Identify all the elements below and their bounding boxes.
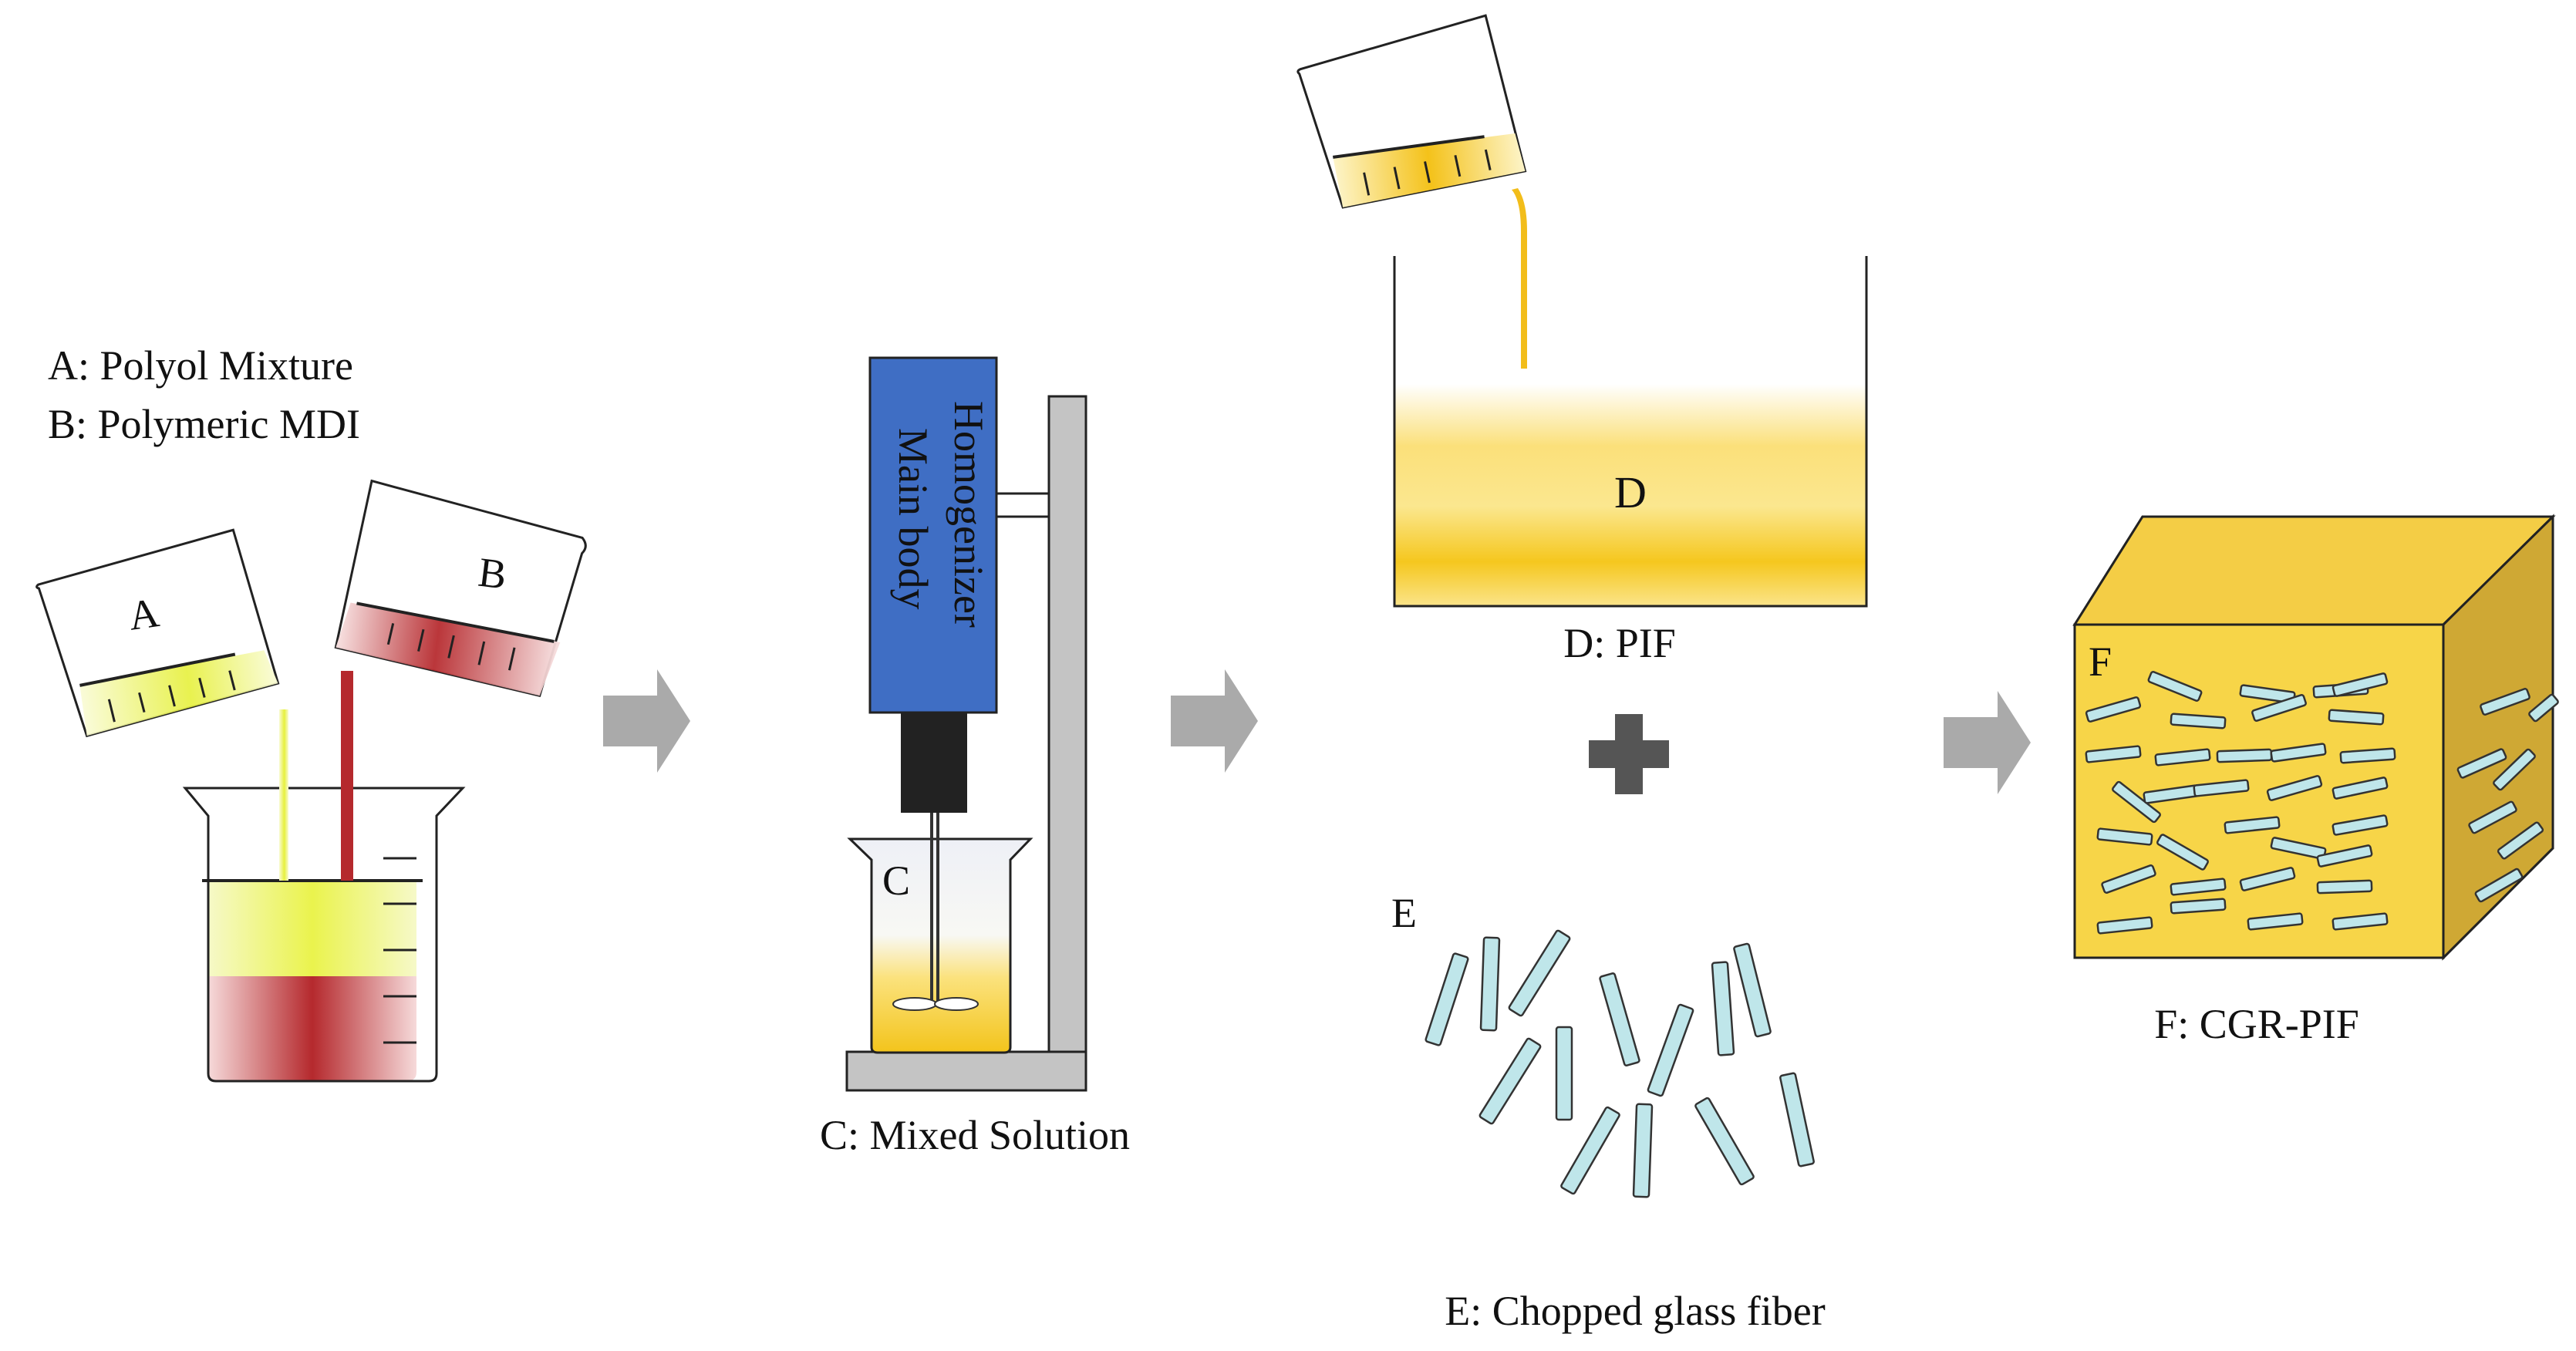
embedded-fibers: [2085, 671, 2396, 935]
vessel-c-label: C: [882, 857, 910, 904]
chopped-glass-fibers: [1425, 929, 1815, 1198]
caption-f: F: CGR-PIF: [2154, 1001, 2359, 1047]
homogenizer-stand: [845, 395, 1087, 1092]
cgr-pif-block: F: [2072, 514, 2559, 961]
polyol-stream: [279, 709, 288, 881]
homogenizer-label-2: Main body: [890, 428, 936, 610]
arrow-right-2: [1171, 669, 1258, 773]
homogenizer-main-body: Homogenizer Main body: [868, 356, 998, 714]
pouring-beaker-d: [1296, 14, 1527, 209]
caption-c: C: Mixed Solution: [820, 1112, 1130, 1158]
homogenizer-motor: [901, 713, 967, 813]
mdi-stream: [341, 671, 353, 881]
side-fibers: [2456, 688, 2559, 903]
homogenizer-label-1: Homogenizer: [946, 401, 992, 628]
beaker-b: B: [334, 479, 587, 697]
beaker-a-label: A: [126, 589, 162, 639]
mixing-vessel-c: C: [847, 813, 1033, 1054]
tank-d-label: D: [1614, 467, 1647, 517]
block-f-label: F: [2089, 638, 2112, 685]
plus-icon: [1589, 714, 1669, 794]
fibers-e-label: E: [1391, 890, 1417, 936]
legend-mdi: B: Polymeric MDI: [48, 401, 360, 447]
legend-polyol: A: Polyol Mixture: [48, 342, 353, 389]
caption-e: E: Chopped glass fiber: [1445, 1288, 1825, 1334]
arrow-right-3: [1944, 691, 2031, 794]
beaker-a: A: [35, 528, 280, 738]
beaker-b-label: B: [476, 549, 509, 598]
caption-d: D: PIF: [1563, 620, 1676, 666]
pif-stream: [1512, 188, 1527, 369]
pif-tank: D: [1393, 256, 1868, 608]
mdi-layer: [208, 976, 416, 1081]
mixing-beaker: [182, 787, 466, 1083]
arrow-right-1: [603, 669, 690, 773]
polyol-layer: [208, 881, 416, 976]
